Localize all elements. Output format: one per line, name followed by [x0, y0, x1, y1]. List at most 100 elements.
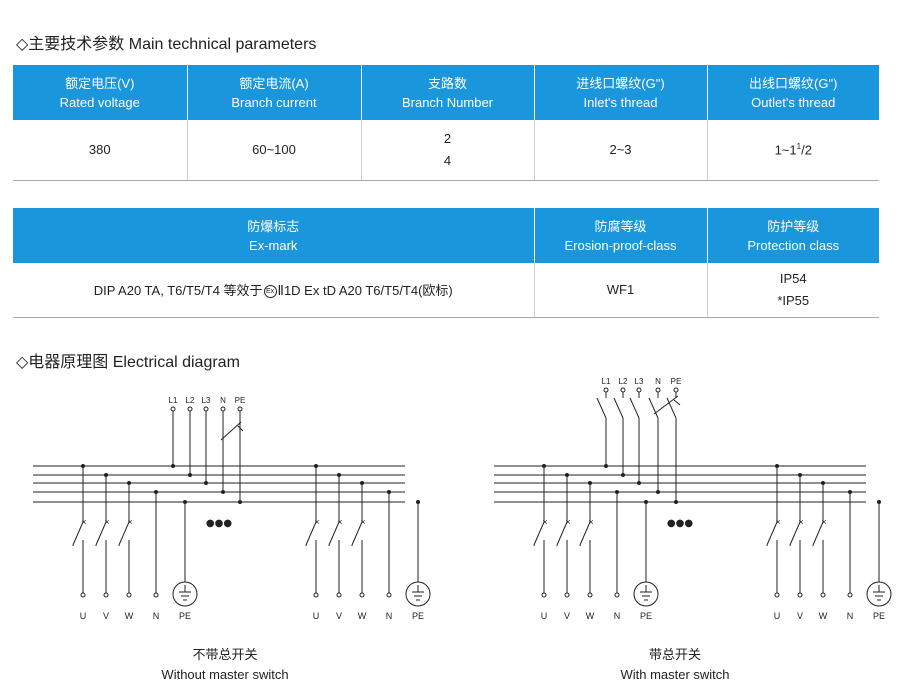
- cell-outlet-thread: 1~11/2: [706, 120, 879, 181]
- branch-switch-mark: ×: [360, 517, 365, 527]
- branch-switch-blade: [556, 521, 568, 546]
- cell-branch-current: 60~100: [186, 120, 361, 181]
- branch-switch-mark: ×: [127, 517, 132, 527]
- branch-switch-mark: ×: [337, 517, 342, 527]
- input-label: L3: [635, 377, 644, 386]
- input-label: L1: [602, 377, 611, 386]
- output-label: U: [80, 611, 87, 621]
- n-pe-break: [220, 421, 242, 441]
- branch-switch-blade: [72, 521, 84, 546]
- left-caption: 不带总开关 Without master switch: [161, 647, 289, 682]
- branch-switch-blade: [95, 521, 107, 546]
- input-label: L2: [186, 396, 195, 405]
- cell-erosion-proof-class: WF1: [533, 263, 707, 318]
- branch-switch-mark: ×: [588, 517, 593, 527]
- output-terminal: [80, 592, 86, 598]
- ground-icon: [866, 581, 892, 607]
- master-switch-blade: [666, 397, 677, 419]
- output-terminal: [386, 592, 392, 598]
- ground-icon: [405, 581, 431, 607]
- output-label: V: [564, 611, 570, 621]
- ex-mark-icon: Ex: [263, 285, 277, 299]
- output-terminal: [587, 592, 593, 598]
- section-title-electrical-diagram: ◇电器原理图 Electrical diagram: [16, 354, 240, 371]
- input-label: N: [655, 377, 661, 386]
- branch-switch-blade: [812, 521, 824, 546]
- output-label: U: [313, 611, 320, 621]
- output-label: W: [358, 611, 367, 621]
- output-label: V: [336, 611, 342, 621]
- output-label: W: [819, 611, 828, 621]
- input-terminal: [620, 387, 626, 393]
- right-caption: 带总开关 With master switch: [620, 647, 730, 682]
- output-label: PE: [179, 611, 191, 621]
- branch-switch-blade: [305, 521, 317, 546]
- master-switch-blade: [613, 397, 624, 419]
- branch-switch-mark: ×: [542, 517, 547, 527]
- branch-switch-mark: ×: [104, 517, 109, 527]
- master-switch-blade: [629, 397, 640, 419]
- input-terminal: [636, 387, 642, 393]
- header-outlet-thread: 出线口螺纹(G")Outlet's thread: [706, 65, 879, 120]
- ground-icon: [633, 581, 659, 607]
- cell-rated-voltage: 380: [13, 120, 187, 181]
- output-terminal: [820, 592, 826, 598]
- header-rated-voltage: 额定电压(V)Rated voltage: [13, 65, 187, 120]
- branch-switch-mark: ×: [821, 517, 826, 527]
- header-inlet-thread: 进线口螺纹(G")Inlet's thread: [533, 65, 707, 120]
- branch-switch-blade: [351, 521, 363, 546]
- technical-parameters-table: 额定电压(V)Rated voltage 额定电流(A)Branch curre…: [13, 65, 879, 181]
- output-label: N: [614, 611, 621, 621]
- output-label: PE: [640, 611, 652, 621]
- n-pe-break-tick: [237, 425, 244, 432]
- output-label: W: [125, 611, 134, 621]
- input-terminal: [603, 387, 609, 393]
- output-terminal: [359, 592, 365, 598]
- ground-icon: [172, 581, 198, 607]
- input-terminal: [187, 406, 193, 412]
- cell-protection-class: IP54*IP55: [706, 263, 879, 318]
- output-terminal: [541, 592, 547, 598]
- output-terminal: [774, 592, 780, 598]
- input-terminal: [220, 406, 226, 412]
- output-label: U: [541, 611, 548, 621]
- branch-switch-mark: ×: [81, 517, 86, 527]
- junction-dot: [188, 473, 192, 477]
- output-label: W: [586, 611, 595, 621]
- input-label: N: [220, 396, 226, 405]
- input-label: L2: [619, 377, 628, 386]
- branch-switch-mark: ×: [798, 517, 803, 527]
- branch-switch-mark: ×: [775, 517, 780, 527]
- branch-switch-mark: ×: [314, 517, 319, 527]
- junction-dot: [204, 481, 208, 485]
- output-label: V: [797, 611, 803, 621]
- branch-switch-blade: [118, 521, 130, 546]
- output-label: N: [386, 611, 393, 621]
- n-pe-break-tick: [673, 399, 681, 406]
- output-terminal: [564, 592, 570, 598]
- branch-switch-blade: [789, 521, 801, 546]
- junction-dot: [171, 464, 175, 468]
- junction-dot: [637, 481, 641, 485]
- input-label: PE: [671, 377, 682, 386]
- input-terminal: [203, 406, 209, 412]
- n-pe-break: [653, 395, 679, 415]
- output-label: N: [153, 611, 160, 621]
- input-label: L3: [202, 396, 211, 405]
- junction-dot: [604, 464, 608, 468]
- cell-inlet-thread: 2~3: [533, 120, 707, 181]
- output-terminal: [797, 592, 803, 598]
- input-terminal: [170, 406, 176, 412]
- junction-dot: [221, 490, 225, 494]
- output-label: PE: [412, 611, 424, 621]
- junction-dot: [238, 500, 242, 504]
- output-terminal: [614, 592, 620, 598]
